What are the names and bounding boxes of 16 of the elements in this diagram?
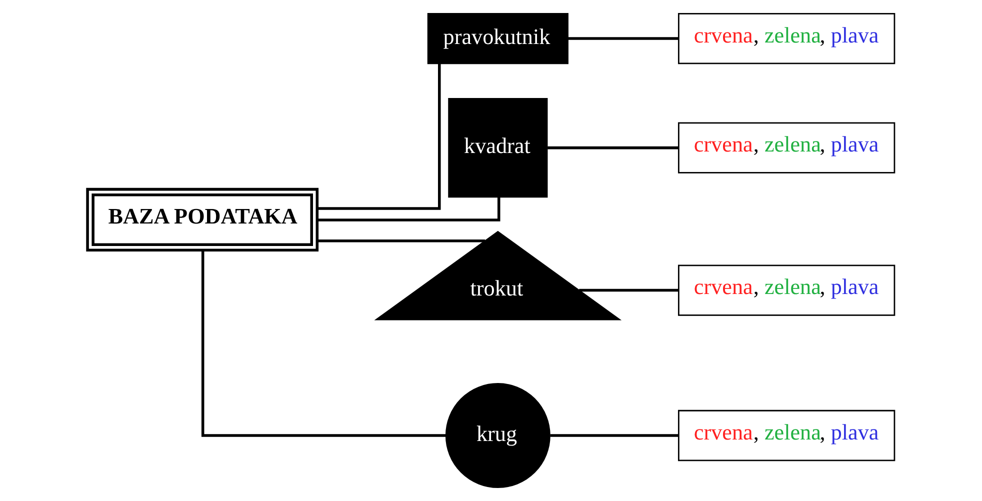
node-box: BAZA PODATAKA <box>86 188 319 252</box>
node-box: crvena, zelena, plava <box>678 264 896 316</box>
connector <box>317 240 486 242</box>
node-box: pravokutnik <box>427 12 568 64</box>
connector <box>317 64 441 210</box>
connector <box>550 434 678 437</box>
connector <box>579 288 679 292</box>
node-box: crvena, zelena, plava <box>678 12 896 64</box>
node-box: crvena, zelena, plava <box>678 410 896 462</box>
connector <box>201 250 446 437</box>
connector <box>548 146 678 150</box>
node-box: crvena, zelena, plava <box>678 122 896 174</box>
node-circle: krug <box>445 383 550 488</box>
connector <box>317 197 500 222</box>
node-box: kvadrat <box>448 98 548 198</box>
connector <box>568 37 678 40</box>
